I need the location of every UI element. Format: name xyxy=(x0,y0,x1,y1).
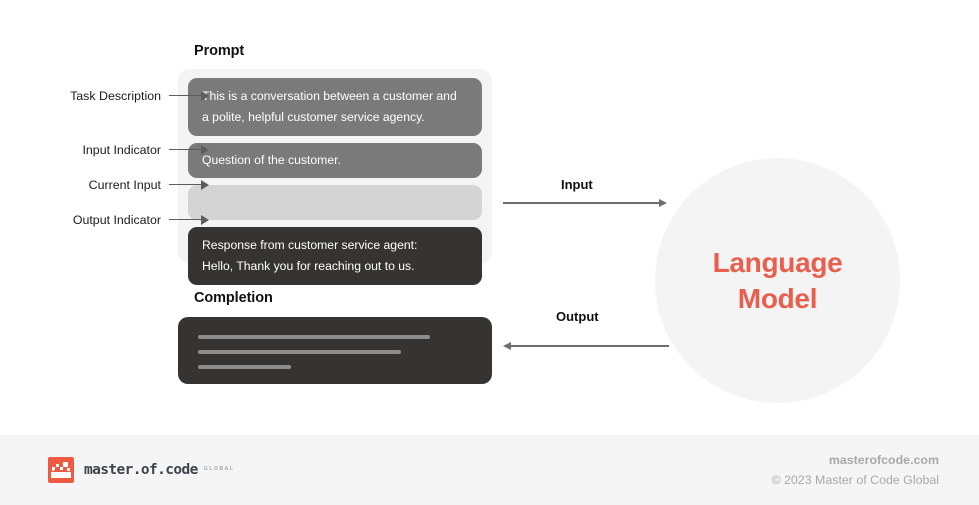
arrow-left-icon xyxy=(503,341,511,350)
arrow-right-icon xyxy=(169,145,209,155)
arrow-right-icon xyxy=(169,91,209,101)
callout-output-indicator: Output Indicator xyxy=(40,212,209,228)
completion-box xyxy=(178,317,492,384)
footer-meta: masterofcode.com © 2023 Master of Code G… xyxy=(771,453,939,487)
prompt-heading: Prompt xyxy=(194,43,245,59)
language-model-title-line-1: Language xyxy=(712,246,843,278)
callout-label-output-indicator: Output Indicator xyxy=(72,213,161,227)
completion-placeholder-line xyxy=(198,365,291,369)
brand-wordmark: master.of.code xyxy=(84,462,198,478)
output-flow-arrow-shaft xyxy=(511,345,669,347)
brand-logo: master.of.code GLOBAL xyxy=(48,457,235,483)
prompt-row-input-indicator: Question of the customer. xyxy=(188,143,482,178)
arrow-right-icon xyxy=(169,180,209,190)
prompt-row-output-indicator: Response from customer service agent: He… xyxy=(188,227,482,285)
callout-label-task-description: Task Description xyxy=(70,89,161,103)
brand-suffix: GLOBAL xyxy=(203,466,235,472)
footer-website[interactable]: masterofcode.com xyxy=(828,453,939,467)
footer-copyright: © 2023 Master of Code Global xyxy=(771,473,939,487)
footer: master.of.code GLOBAL masterofcode.com ©… xyxy=(0,435,979,505)
completion-heading: Completion xyxy=(194,290,273,306)
arrow-right-icon xyxy=(659,198,667,207)
completion-placeholder-line xyxy=(198,350,401,354)
callout-task-description: Task Description xyxy=(40,88,209,104)
language-model-circle: Language Model xyxy=(655,158,900,403)
callout-current-input: Current Input xyxy=(40,177,209,193)
master-of-code-logo-icon xyxy=(48,457,74,483)
arrow-right-icon xyxy=(169,215,209,225)
task-description-line-2: a polite, helpful customer service agenc… xyxy=(202,110,425,124)
completion-placeholder-line xyxy=(198,335,430,339)
callout-label-input-indicator: Input Indicator xyxy=(82,143,161,157)
input-flow-arrow-shaft xyxy=(503,202,661,204)
callout-label-current-input: Current Input xyxy=(88,178,161,192)
prompt-row-task-description: This is a conversation between a custome… xyxy=(188,78,482,136)
prompt-row-current-input xyxy=(188,185,482,220)
prompt-container: This is a conversation between a custome… xyxy=(178,69,492,285)
input-indicator-line-1: Question of the customer. xyxy=(202,153,341,167)
output-flow-label: Output xyxy=(556,309,599,324)
task-description-line-1: This is a conversation between a custome… xyxy=(202,89,457,103)
callout-input-indicator: Input Indicator xyxy=(40,142,209,158)
language-model-title-line-2: Model xyxy=(737,282,818,314)
input-flow-label: Input xyxy=(561,177,593,192)
output-indicator-line-2: Hello, Thank you for reaching out to us. xyxy=(202,259,415,273)
output-indicator-line-1: Response from customer service agent: xyxy=(202,238,418,252)
